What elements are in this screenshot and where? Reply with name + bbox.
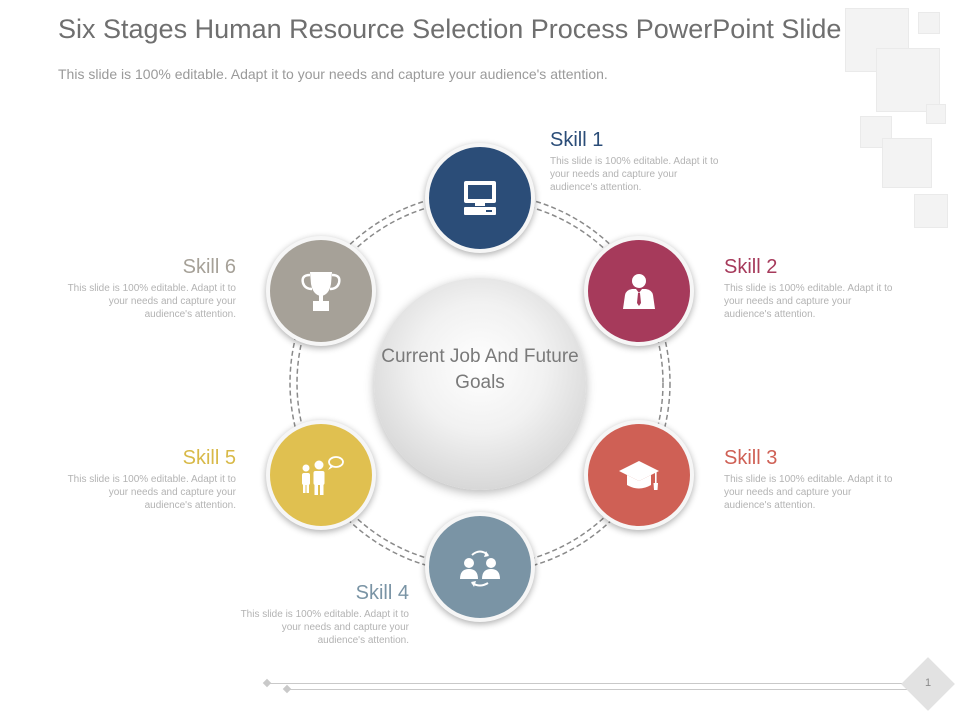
computer-icon: [464, 181, 496, 215]
skill-5-description: This slide is 100% editable. Adapt it to…: [67, 474, 236, 511]
decorative-square: [914, 194, 948, 228]
decorative-square: [918, 12, 940, 34]
decorative-square: [926, 104, 946, 124]
businessman-icon: [623, 274, 655, 309]
skill-4-description: This slide is 100% editable. Adapt it to…: [240, 609, 409, 646]
skill-3-circle: [584, 420, 694, 530]
skill-2-description: This slide is 100% editable. Adapt it to…: [724, 283, 893, 320]
center-label: Current Job And Future Goals: [381, 346, 579, 393]
skill-1-circle: [425, 143, 535, 253]
graduation-cap-icon: [619, 461, 659, 490]
skill-6-label: Skill 6 This slide is 100% editable. Ada…: [66, 255, 236, 321]
slide-title: Six Stages Human Resource Selection Proc…: [58, 14, 842, 44]
skill-6-title: Skill 6: [182, 256, 236, 278]
decorative-square: [876, 48, 940, 112]
skill-5-circle: [266, 420, 376, 530]
center-circle: Current Job And Future Goals: [374, 278, 586, 490]
skill-2-label: Skill 2 This slide is 100% editable. Ada…: [724, 255, 894, 321]
skill-3-description: This slide is 100% editable. Adapt it to…: [724, 474, 893, 511]
team-chat-icon: [302, 456, 344, 495]
skill-4-title: Skill 4: [355, 582, 409, 604]
people-exchange-icon: [460, 550, 500, 587]
skill-6-circle: [266, 236, 376, 346]
skill-3-label: Skill 3 This slide is 100% editable. Ada…: [724, 446, 894, 512]
decorative-square: [882, 138, 932, 188]
skill-6-description: This slide is 100% editable. Adapt it to…: [67, 283, 236, 320]
skill-4-label: Skill 4 This slide is 100% editable. Ada…: [239, 581, 409, 647]
skill-1-label: Skill 1 This slide is 100% editable. Ada…: [550, 128, 720, 194]
skill-5-title: Skill 5: [182, 447, 236, 469]
skill-1-description: This slide is 100% editable. Adapt it to…: [550, 156, 719, 193]
skill-2-title: Skill 2: [724, 256, 778, 278]
trophy-icon: [301, 272, 341, 311]
slide-subtitle: This slide is 100% editable. Adapt it to…: [58, 66, 608, 82]
footer-line: [287, 689, 907, 690]
page-number: 1: [924, 677, 932, 689]
skill-5-label: Skill 5 This slide is 100% editable. Ada…: [66, 446, 236, 512]
footer-line: [267, 683, 907, 684]
skill-2-circle: [584, 236, 694, 346]
skill-3-title: Skill 3: [724, 447, 778, 469]
skill-1-title: Skill 1: [550, 129, 604, 151]
skill-4-circle: [425, 512, 535, 622]
